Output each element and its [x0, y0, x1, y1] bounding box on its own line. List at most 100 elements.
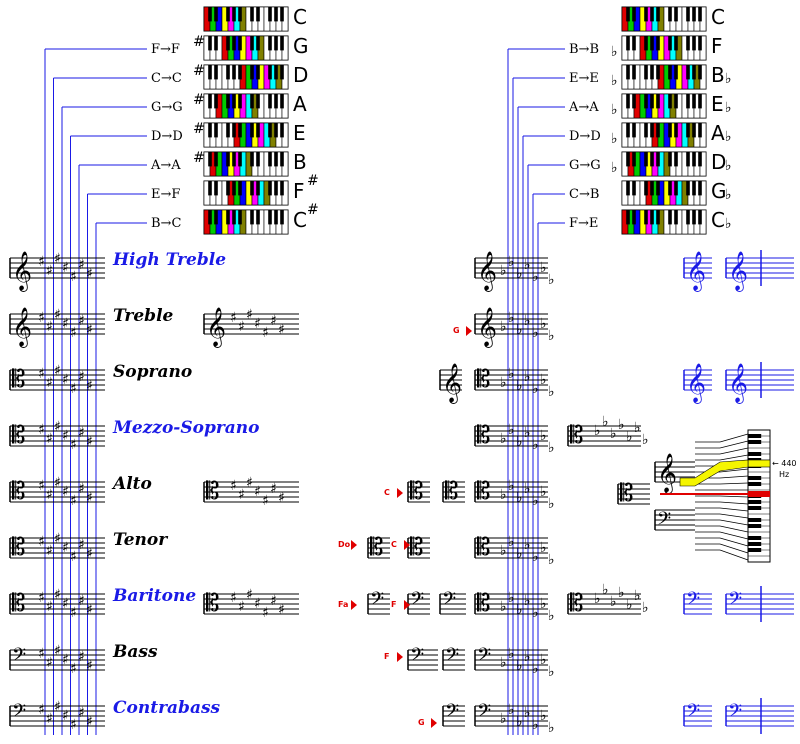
black-key — [644, 65, 648, 80]
bass-clef-icon: 𝄢 — [686, 701, 700, 726]
flat-icon: ♭ — [532, 381, 539, 397]
flat_side-transition-accidental: ♭ — [611, 131, 618, 147]
piano-black-key — [748, 440, 762, 444]
flat-icon: ♭ — [500, 655, 507, 671]
flat_side-transition-label: G→G — [569, 158, 601, 173]
flat_side-transition-label: B→B — [569, 42, 599, 57]
sharp-icon: ♯ — [230, 478, 237, 494]
sharp-icon: ♯ — [54, 475, 61, 491]
black-key — [674, 94, 678, 109]
bass-clef-icon: 𝄢 — [12, 645, 26, 670]
sharp-icon: ♯ — [62, 484, 69, 500]
clef-name-label: Baritone — [113, 586, 197, 606]
fan-line — [719, 507, 749, 512]
sharp-icon: ♯ — [38, 534, 45, 550]
sharp-icon: ♯ — [62, 372, 69, 388]
flat-icon: ♭ — [500, 599, 507, 615]
treble-clef-icon: 𝄞 — [12, 251, 32, 292]
black-key — [674, 152, 678, 167]
reference-staff-sharp — [203, 481, 299, 503]
sharp_side-transition-accidental: # — [193, 92, 205, 108]
black-key — [250, 7, 254, 22]
fan-line — [719, 531, 749, 540]
black-key — [280, 65, 284, 80]
reference-staff-flat — [567, 425, 641, 447]
black-key — [656, 152, 660, 167]
sharp-icon: ♯ — [70, 605, 77, 621]
sharp-icon: ♯ — [38, 646, 45, 662]
flat-icon: ♭ — [532, 605, 539, 621]
sharp-icon: ♯ — [230, 590, 237, 606]
flat-icon: ♭ — [540, 428, 547, 444]
sharp-icon: ♯ — [86, 714, 93, 730]
sharp-icon: ♯ — [78, 425, 85, 441]
sharp-icon: ♯ — [238, 319, 245, 335]
treble-clef-icon: 𝄞 — [477, 251, 497, 292]
black-key — [214, 7, 218, 22]
black-key — [214, 210, 218, 225]
flat-icon: ♭ — [540, 596, 547, 612]
black-key — [698, 210, 702, 225]
reference-staff-sharp — [203, 313, 299, 335]
flat-icon: ♭ — [500, 431, 507, 447]
black-key — [280, 181, 284, 196]
black-key — [274, 152, 278, 167]
black-key — [256, 181, 260, 196]
alto-clef-icon: 𝄡 — [410, 477, 423, 505]
sharp-icon: ♯ — [270, 481, 277, 497]
sharp_side-transition-accidental: # — [193, 121, 205, 137]
flat-icon: ♭ — [524, 593, 531, 609]
black-key — [686, 94, 690, 109]
black-key — [674, 210, 678, 225]
black-key — [656, 181, 660, 196]
sharp_side-transition-accidental: # — [193, 63, 205, 79]
black-key — [226, 7, 230, 22]
flat-icon: ♭ — [508, 646, 515, 662]
sharp_side-transition-label: B→C — [151, 216, 182, 231]
flat-icon: ♭ — [548, 552, 555, 568]
flat-icon: ♭ — [508, 478, 515, 494]
sharp-icon: ♯ — [70, 325, 77, 341]
clef-staff-flat — [474, 705, 548, 727]
flat_side-key-accidental: ♭ — [725, 71, 732, 87]
blue-comparison-staff — [725, 257, 794, 279]
flat-icon: ♭ — [500, 375, 507, 391]
black-key — [698, 152, 702, 167]
baritone-fa-marker: Fa — [338, 600, 349, 609]
black-key — [626, 36, 630, 51]
clef-name-label: Bass — [113, 642, 158, 662]
sharp_side-key-accidental: # — [307, 202, 319, 218]
flat-icon: ♭ — [610, 426, 617, 442]
clef-staff-left — [9, 537, 105, 559]
black-key — [238, 210, 242, 225]
black-key — [668, 123, 672, 138]
black-key — [274, 181, 278, 196]
alto-clef-icon: 𝄡 — [570, 421, 583, 449]
clef-staff-flat — [474, 313, 548, 335]
flat_side-transition-label: A→A — [569, 100, 599, 115]
alto-clef-icon: 𝄡 — [445, 477, 458, 505]
treble-clef-icon: 𝄞 — [728, 251, 748, 292]
flat_side-key-name: C — [711, 5, 725, 29]
black-key — [238, 36, 242, 51]
black-key — [268, 94, 272, 109]
black-key — [232, 181, 236, 196]
black-key — [238, 65, 242, 80]
black-key — [214, 94, 218, 109]
black-key — [632, 181, 636, 196]
sharp-icon: ♯ — [38, 478, 45, 494]
alto-clef-icon: 𝄡 — [477, 533, 490, 561]
black-key — [280, 152, 284, 167]
sharp-icon: ♯ — [62, 540, 69, 556]
black-key — [686, 181, 690, 196]
sharp-icon: ♯ — [54, 307, 61, 323]
sharp-icon: ♯ — [46, 599, 53, 615]
black-key — [632, 7, 636, 22]
sharp-icon: ♯ — [86, 602, 93, 618]
sharp-icon: ♯ — [270, 313, 277, 329]
flat-icon: ♭ — [594, 423, 601, 439]
flat-icon: ♭ — [626, 597, 633, 613]
clef-name-label: Contrabass — [113, 698, 221, 718]
flat-icon: ♭ — [508, 422, 515, 438]
sharp-icon: ♯ — [78, 537, 85, 553]
